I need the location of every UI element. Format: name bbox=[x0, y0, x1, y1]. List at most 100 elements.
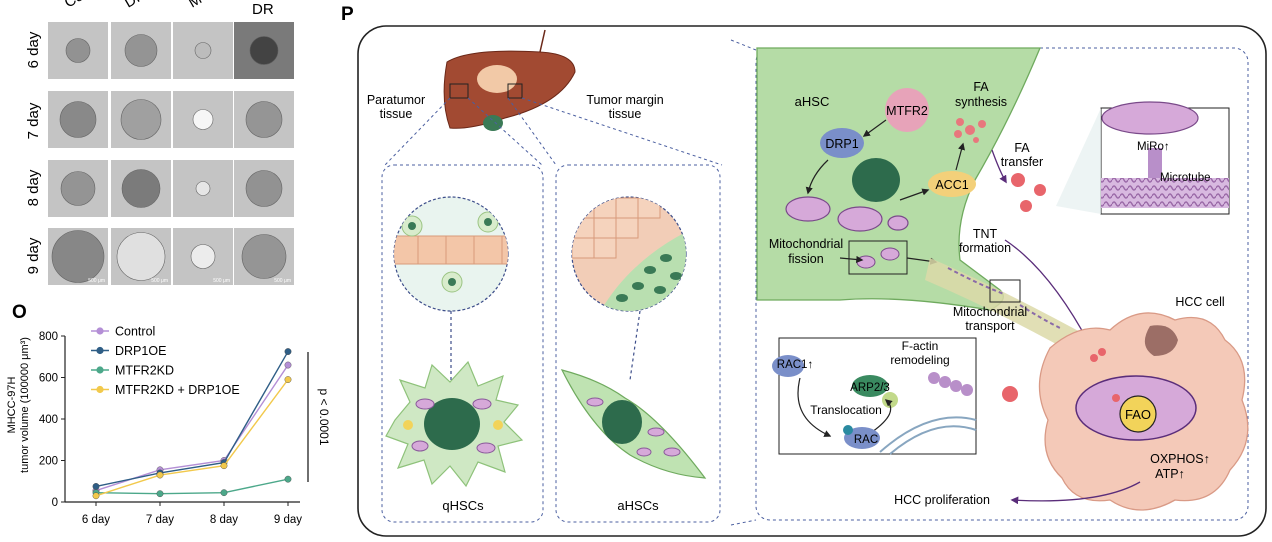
micrograph-tile bbox=[234, 160, 294, 217]
y-axis-title-line2: tumor volume (100000 μm³) bbox=[19, 337, 31, 473]
fa-synthesis-line1: FA bbox=[973, 80, 989, 94]
legend-label: MTFR2KD bbox=[115, 364, 174, 378]
series-line bbox=[95, 478, 289, 495]
micrograph-tile: 500 μm bbox=[173, 228, 233, 285]
zoom-lines bbox=[384, 39, 757, 526]
mtfr2-label: MTFR2 bbox=[886, 104, 928, 118]
oxphos-label: OXPHOS↑ bbox=[1150, 452, 1210, 466]
scale-bar-label: 500 μm bbox=[88, 278, 105, 284]
panel-o-letter: O bbox=[12, 302, 27, 323]
micrograph-tile bbox=[48, 91, 108, 148]
panel-o: O MHCC-97H tumor volume (100000 μm³) 0 20… bbox=[6, 302, 331, 526]
micrograph-tile bbox=[234, 91, 294, 148]
ahsc-cell-label: aHSC bbox=[795, 94, 830, 109]
mito-fission-line2: fission bbox=[788, 252, 823, 266]
drp1-label: DRP1 bbox=[825, 137, 858, 151]
data-point bbox=[92, 483, 100, 490]
y-axis-title: MHCC-97H tumor volume (100000 μm³) bbox=[6, 337, 31, 473]
legend-swatch-dot bbox=[96, 327, 104, 335]
qhsc-cell bbox=[385, 360, 524, 488]
micrograph-tile bbox=[173, 22, 233, 79]
x-tick-label: 6 day bbox=[82, 514, 110, 526]
rac-bottom-label: RAC bbox=[854, 434, 878, 446]
miro-inset-zoom bbox=[1056, 108, 1101, 214]
series-line bbox=[95, 351, 289, 488]
tnt-line1: TNT bbox=[973, 227, 998, 241]
micrograph-tile bbox=[48, 22, 108, 79]
col-label-2: DR bbox=[122, 0, 149, 11]
fa-transfer-line1: FA bbox=[1014, 141, 1030, 155]
row-label-7day: 7 day bbox=[25, 102, 42, 139]
micrograph-tile bbox=[111, 91, 171, 148]
y-tick-label: 600 bbox=[39, 373, 58, 385]
data-point bbox=[220, 462, 228, 470]
translocation-label: Translocation bbox=[810, 403, 882, 417]
micrograph-tile: 500 μm bbox=[48, 228, 108, 285]
x-tick-label: 8 day bbox=[210, 514, 238, 526]
legend-label: DRP1OE bbox=[115, 344, 166, 358]
fa-transfer-line2: transfer bbox=[1001, 155, 1043, 169]
x-tick-label: 9 day bbox=[274, 514, 302, 526]
tnt-tube bbox=[925, 258, 1095, 360]
data-point bbox=[284, 361, 292, 369]
legend-label: Control bbox=[115, 325, 155, 339]
y-tick-label: 200 bbox=[39, 456, 58, 468]
pvalue-text: p < 0.0001 bbox=[317, 388, 331, 445]
micrograph-tile bbox=[234, 22, 294, 79]
data-point bbox=[284, 348, 292, 355]
ahsc-cell bbox=[560, 369, 707, 479]
mito-transport-line1: Mitochondrial bbox=[953, 305, 1027, 319]
series-line bbox=[95, 379, 289, 497]
mito-transport-line2: transport bbox=[965, 319, 1015, 333]
data-point bbox=[284, 376, 292, 383]
factin-line1: F-actin bbox=[902, 339, 939, 353]
margin-label-2: tissue bbox=[609, 107, 642, 121]
micrograph-tile: 500 μm bbox=[234, 228, 294, 285]
x-tick-label: 7 day bbox=[146, 514, 174, 526]
fa-synthesis-line2: synthesis bbox=[955, 95, 1007, 109]
factin-line2: remodeling bbox=[890, 353, 949, 367]
micrograph-tile bbox=[111, 22, 171, 79]
micrograph-tile bbox=[111, 160, 171, 217]
tnt-line2: formation bbox=[959, 241, 1011, 255]
tnt-box bbox=[989, 279, 1021, 303]
legend-swatch-dot bbox=[96, 385, 104, 394]
data-point bbox=[220, 489, 228, 497]
data-point bbox=[92, 492, 100, 500]
fa-transfer-droplets bbox=[1011, 173, 1046, 212]
miro-label: MiRo↑ bbox=[1137, 141, 1170, 153]
data-point bbox=[156, 471, 164, 479]
y-tick-label: 800 bbox=[39, 331, 58, 343]
col-label-1: Co bbox=[62, 0, 87, 11]
scale-bar-label: 500 μm bbox=[151, 278, 168, 284]
paratumor-label-2: tissue bbox=[380, 107, 413, 121]
ahsc-label: aHSCs bbox=[617, 498, 659, 513]
row-labels: 6 day 7 day 8 day 9 day bbox=[25, 31, 42, 274]
chart-o: 0 200 400 600 800 6 day 7 day 8 day 9 day bbox=[39, 331, 302, 526]
microtube-label: Microtube bbox=[1160, 172, 1211, 184]
atp-label: ATP↑ bbox=[1155, 467, 1185, 481]
row-label-6day: 6 day bbox=[25, 31, 42, 68]
legend-swatch-dot bbox=[96, 346, 104, 355]
fa-droplets bbox=[954, 118, 986, 143]
fao-label: FAO bbox=[1125, 407, 1151, 422]
qhsc-zoom-circle bbox=[394, 211, 508, 293]
rac1-label: RAC1↑ bbox=[777, 359, 813, 371]
micrograph-tile bbox=[173, 160, 233, 217]
micrograph-tile bbox=[48, 160, 108, 217]
arp-label: ARP2/3 bbox=[850, 382, 890, 394]
col-label-3: M bbox=[186, 0, 205, 11]
margin-box bbox=[507, 83, 523, 99]
legend-swatch-dot bbox=[96, 366, 104, 374]
row-label-8day: 8 day bbox=[25, 169, 42, 206]
qhsc-label: qHSCs bbox=[442, 498, 484, 513]
micrograph-tile: 500 μm bbox=[111, 228, 171, 285]
panel-p: P Paratumor tissue Tumor margin tissue bbox=[341, 4, 1267, 537]
y-tick-label: 0 bbox=[52, 497, 58, 509]
col-label-4: DR bbox=[252, 1, 274, 18]
scale-bar-label: 500 μm bbox=[274, 278, 291, 284]
y-tick-label: 400 bbox=[39, 414, 58, 426]
y-axis-title-line1: MHCC-97H bbox=[6, 377, 18, 434]
